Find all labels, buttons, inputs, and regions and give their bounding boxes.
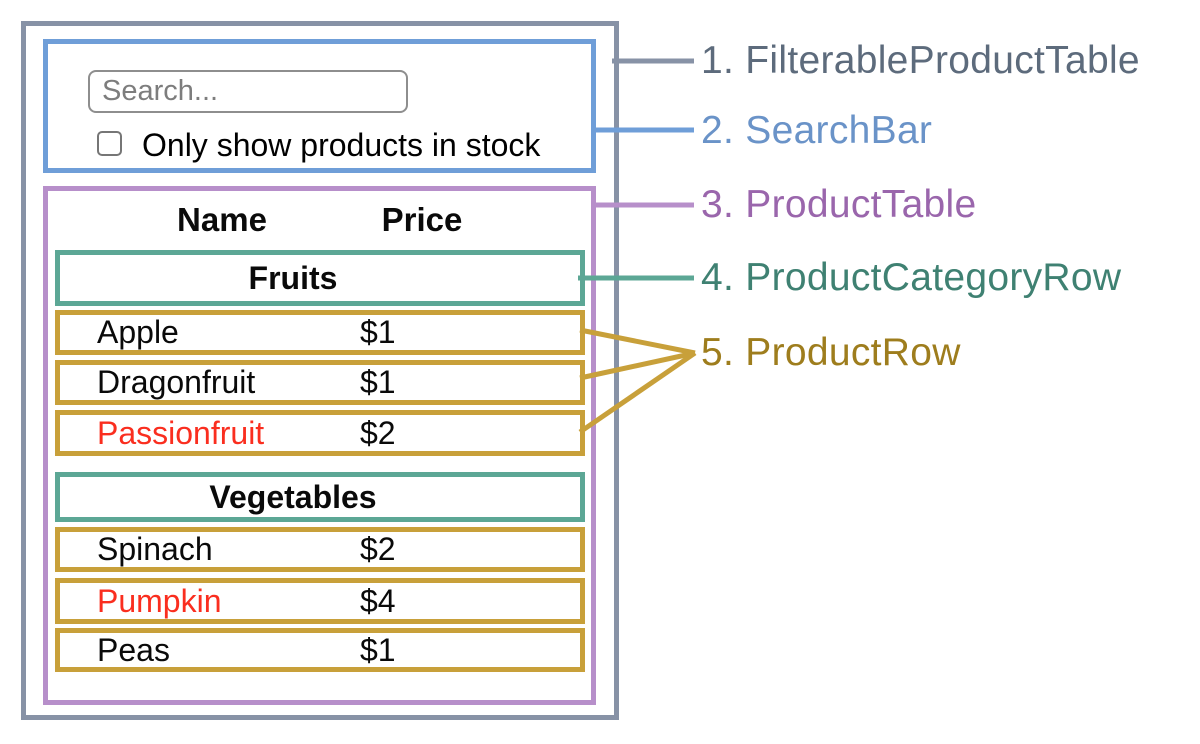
product-row: Dragonfruit $1 xyxy=(55,360,585,405)
product-row: Peas $1 xyxy=(55,628,585,672)
product-name: Pumpkin xyxy=(97,582,222,619)
product-row: Spinach $2 xyxy=(55,527,585,572)
legend-label-filterable-product-table: 1. FilterableProductTable xyxy=(701,39,1140,82)
legend-label-product-category-row: 4. ProductCategoryRow xyxy=(701,256,1122,299)
category-row-vegetables: Vegetables xyxy=(55,472,585,522)
product-price: $2 xyxy=(360,414,396,451)
product-price: $1 xyxy=(360,314,396,350)
column-header-name: Name xyxy=(177,201,267,238)
product-price: $1 xyxy=(360,364,396,400)
search-input[interactable] xyxy=(88,70,408,113)
category-row-fruits: Fruits xyxy=(55,250,585,306)
product-row: Apple $1 xyxy=(55,310,585,355)
in-stock-checkbox[interactable] xyxy=(97,131,122,156)
product-name: Spinach xyxy=(97,531,213,567)
in-stock-label: Only show products in stock xyxy=(142,127,541,163)
product-row: Pumpkin $4 xyxy=(55,578,585,624)
product-price: $2 xyxy=(360,531,396,567)
legend-label-product-row: 5. ProductRow xyxy=(701,331,961,374)
product-name: Dragonfruit xyxy=(97,364,256,400)
category-label: Vegetables xyxy=(209,478,377,515)
product-name: Apple xyxy=(97,314,179,350)
legend-label-product-table: 3. ProductTable xyxy=(701,183,977,226)
category-label: Fruits xyxy=(248,259,338,296)
product-price: $4 xyxy=(360,582,396,619)
product-name: Peas xyxy=(97,631,170,668)
column-header-price: Price xyxy=(381,201,463,238)
product-row: Passionfruit $2 xyxy=(55,410,585,456)
legend-label-search-bar: 2. SearchBar xyxy=(701,109,933,152)
product-name: Passionfruit xyxy=(97,414,265,451)
product-price: $1 xyxy=(360,631,396,668)
